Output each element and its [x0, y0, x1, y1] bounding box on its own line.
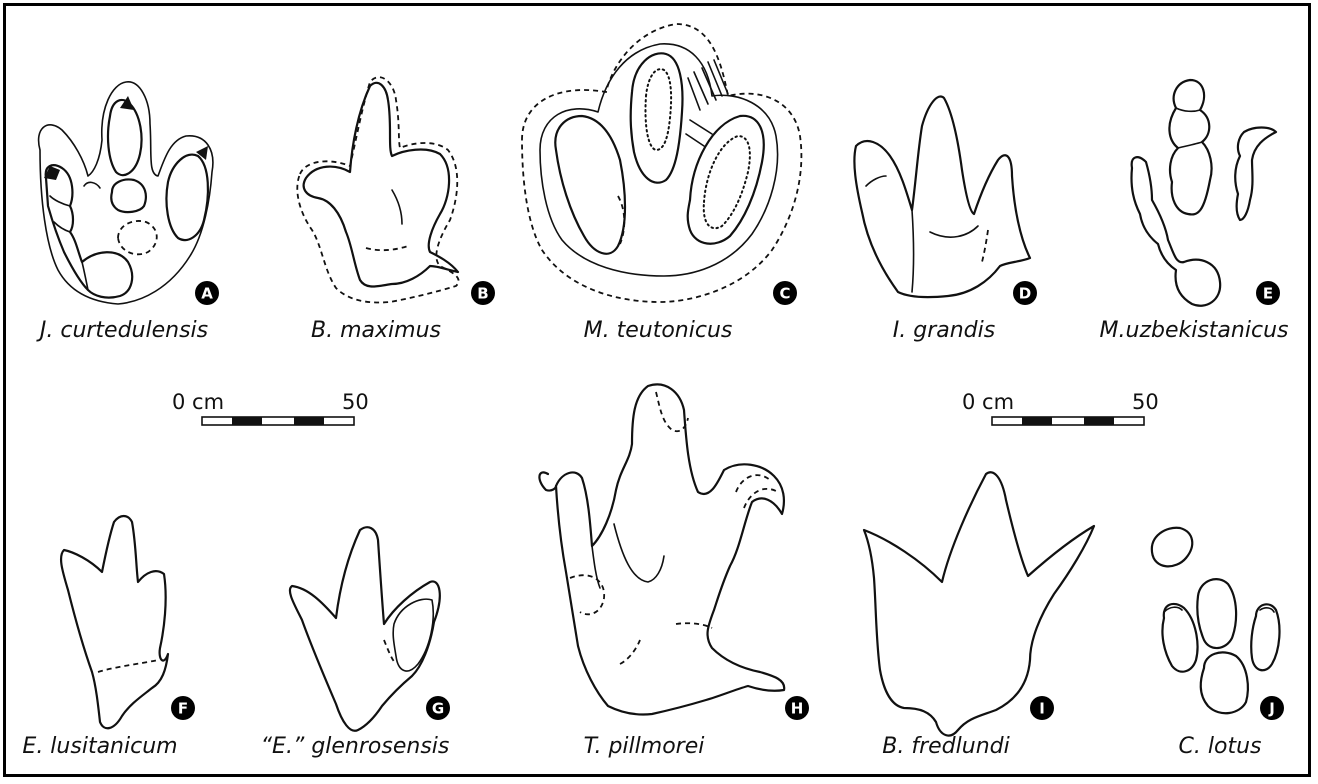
svg-text:G: G — [432, 700, 444, 718]
badge-g: G — [426, 696, 450, 720]
species-label-g: “E.” glenrosensis — [261, 734, 450, 759]
badge-b: B — [471, 281, 495, 305]
species-label-e: M.uzbekistanicus — [1100, 318, 1289, 343]
svg-text:A: A — [201, 285, 213, 303]
badge-h: H — [785, 696, 809, 720]
track-j-drawing — [1152, 528, 1280, 713]
species-label-a: J. curtedulensis — [40, 318, 208, 343]
track-c-drawing — [522, 24, 801, 302]
species-label-j: C. lotus — [1179, 734, 1262, 759]
svg-text:H: H — [791, 700, 804, 718]
svg-text:F: F — [178, 700, 188, 718]
species-label-f: E. lusitanicum — [22, 734, 177, 759]
scale-bar-right — [992, 417, 1144, 425]
svg-text:C: C — [779, 285, 790, 303]
species-label-h: T. pillmorei — [584, 734, 705, 759]
badge-e: E — [1256, 281, 1280, 305]
species-label-i: B. fredlundi — [882, 734, 1009, 759]
badge-j: J — [1260, 696, 1284, 720]
badge-d: D — [1013, 281, 1037, 305]
scale-left-start-label: 0 cm — [172, 390, 224, 414]
track-f-drawing — [61, 516, 168, 728]
track-e-drawing — [1131, 80, 1276, 306]
badge-f: F — [171, 696, 195, 720]
badge-c: C — [773, 281, 797, 305]
scale-right-start-label: 0 cm — [962, 390, 1014, 414]
svg-text:D: D — [1019, 285, 1031, 303]
svg-text:E: E — [1263, 285, 1273, 303]
track-d-drawing — [854, 96, 1030, 297]
track-h-drawing — [539, 384, 784, 714]
scale-left-end-label: 50 — [342, 390, 369, 414]
track-a-drawing — [39, 82, 213, 304]
scale-bar-left — [202, 417, 354, 425]
species-label-d: I. grandis — [893, 318, 995, 343]
species-label-b: B. maximus — [311, 318, 441, 343]
track-g-drawing — [290, 527, 440, 731]
species-label-c: M. teutonicus — [584, 318, 733, 343]
svg-text:I: I — [1039, 700, 1045, 718]
svg-text:B: B — [477, 285, 488, 303]
track-i-drawing — [864, 472, 1094, 735]
svg-text:J: J — [1268, 700, 1275, 718]
scale-right-end-label: 50 — [1132, 390, 1159, 414]
badge-i: I — [1030, 696, 1054, 720]
badge-a: A — [195, 281, 219, 305]
track-b-drawing — [297, 77, 458, 302]
